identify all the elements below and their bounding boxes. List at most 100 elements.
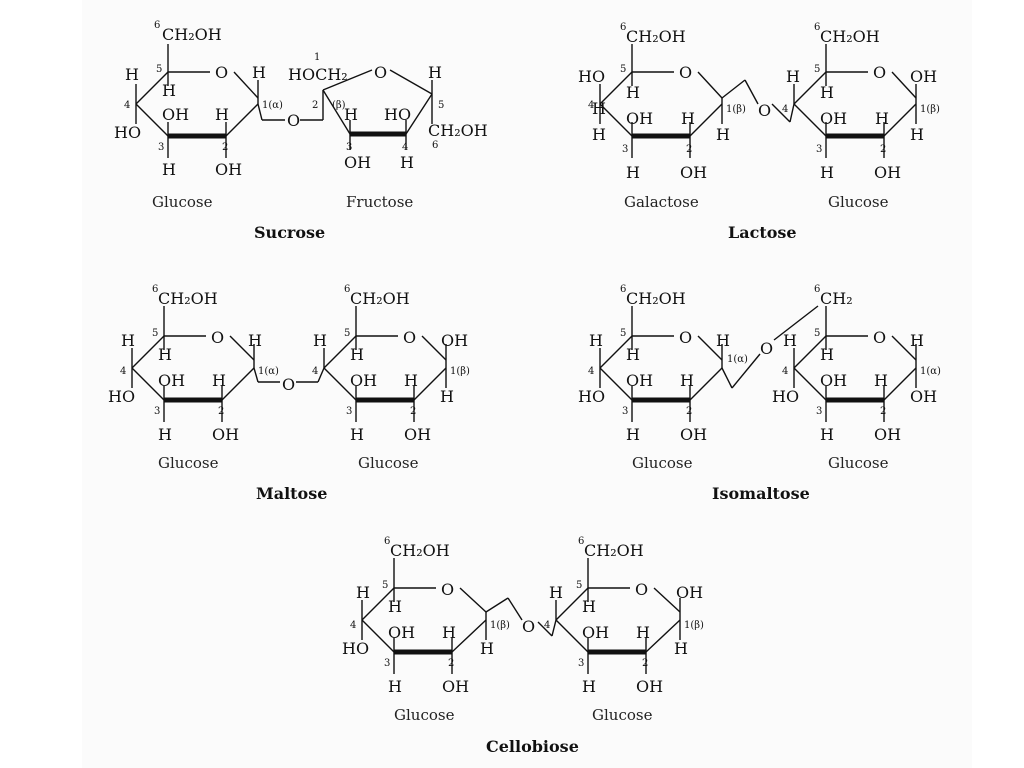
anomeric-label: 1(β)	[920, 104, 940, 115]
ring-oxygen: O	[873, 63, 886, 82]
lactose-title: Lactose	[728, 223, 797, 242]
hoch2-group: HOCH₂	[288, 65, 348, 84]
anomeric-label: 1(β)	[684, 620, 704, 631]
hydroxyl-group: OH	[680, 425, 707, 444]
ch2oh-group: CH₂OH	[820, 27, 880, 46]
sucrose-glucose-ring	[135, 44, 323, 158]
lactose-right-caption: Glucose	[828, 193, 889, 211]
glycosidic-oxygen: O	[760, 339, 773, 358]
sucrose-panel: 6 CH₂OH 5 O H H H 4 OH H 1(α) HO 3 2 H O…	[114, 20, 488, 242]
carbon-number: 6	[154, 20, 160, 31]
maltose-left-ring	[131, 306, 325, 422]
hydroxyl-group: OH	[874, 425, 901, 444]
anomeric-label: (β)	[332, 100, 346, 111]
hydrogen-atom: H	[636, 623, 650, 642]
carbon-number: 4	[402, 142, 408, 153]
hydrogen-atom: H	[248, 331, 262, 350]
carbon-number: 4	[124, 100, 130, 111]
anomeric-label: 1(α)	[920, 366, 941, 377]
hydrogen-atom: H	[388, 677, 402, 696]
carbon-number: 6	[384, 536, 390, 547]
hydrogen-atom: H	[212, 371, 226, 390]
carbon-number: 6	[152, 284, 158, 295]
carbon-number: 3	[346, 406, 352, 417]
hydroxyl-group: OH	[404, 425, 431, 444]
carbon-number: 2	[410, 406, 416, 417]
anomeric-label: 1(α)	[262, 100, 283, 111]
hydrogen-atom: H	[388, 597, 402, 616]
hydrogen-atom: H	[910, 125, 924, 144]
hydroxyl-group: HO	[578, 387, 605, 406]
glycosidic-oxygen: O	[758, 101, 771, 120]
hydrogen-atom: H	[428, 63, 442, 82]
hydroxyl-group: OH	[582, 623, 609, 642]
hydroxyl-group: OH	[162, 105, 189, 124]
hydrogen-atom: H	[626, 163, 640, 182]
hydrogen-atom: H	[783, 331, 797, 350]
hydrogen-atom: H	[404, 371, 418, 390]
sucrose-right-caption: Fructose	[346, 193, 413, 211]
carbon-number: 4	[350, 620, 356, 631]
ch2-group: CH₂	[820, 289, 853, 308]
hydrogen-atom: H	[313, 331, 327, 350]
ch2oh-group: CH₂OH	[162, 25, 222, 44]
hydrogen-atom: H	[162, 81, 176, 100]
ring-oxygen: O	[635, 580, 648, 599]
anomeric-label: 1(β)	[490, 620, 510, 631]
hydrogen-atom: H	[356, 583, 370, 602]
hydrogen-atom: H	[549, 583, 563, 602]
carbon-number: 6	[432, 140, 438, 151]
hydrogen-atom: H	[582, 597, 596, 616]
lactose-galactose-ring	[599, 44, 795, 158]
hydroxyl-group: OH	[350, 371, 377, 390]
ch2oh-group: CH₂OH	[390, 541, 450, 560]
background-panel	[82, 0, 972, 768]
hydrogen-atom: H	[820, 425, 834, 444]
hydrogen-atom: H	[440, 387, 454, 406]
isomaltose-left-ring	[599, 305, 819, 422]
hydroxyl-group: OH	[158, 371, 185, 390]
hydrogen-atom: H	[480, 639, 494, 658]
glycosidic-oxygen: O	[522, 617, 535, 636]
hydrogen-atom: H	[674, 639, 688, 658]
carbon-number: 4	[588, 366, 594, 377]
hydrogen-atom: H	[910, 331, 924, 350]
carbon-number: 4	[588, 100, 594, 111]
hydroxyl-group: HO	[114, 123, 141, 142]
cellobiose-title: Cellobiose	[486, 737, 579, 756]
ch2oh-group: CH₂OH	[350, 289, 410, 308]
isomaltose-right-caption: Glucose	[828, 454, 889, 472]
hydroxyl-group: HO	[384, 105, 411, 124]
hydrogen-atom: H	[820, 345, 834, 364]
carbon-number: 6	[814, 284, 820, 295]
carbon-number: 4	[782, 104, 788, 115]
sucrose-left-caption: Glucose	[152, 193, 213, 211]
ch2oh-group: CH₂OH	[428, 121, 488, 140]
hydroxyl-group: HO	[342, 639, 369, 658]
carbon-number: 3	[346, 142, 352, 153]
ring-oxygen: O	[211, 328, 224, 347]
hydrogen-atom: H	[158, 425, 172, 444]
hydroxyl-group: OH	[626, 109, 653, 128]
isomaltose-panel: 6 CH₂OH 5 O H H H O 4 1(α) OH H HO 3 2 H…	[578, 284, 941, 503]
sucrose-title: Sucrose	[254, 223, 325, 242]
carbon-number: 3	[578, 658, 584, 669]
isomaltose-right-ring	[793, 306, 917, 422]
hydrogen-atom: H	[442, 623, 456, 642]
glycosidic-oxygen: O	[282, 375, 295, 394]
hydrogen-atom: H	[681, 109, 695, 128]
hydroxyl-group: OH	[441, 331, 468, 350]
carbon-number: 2	[880, 406, 886, 417]
ch2oh-group: CH₂OH	[158, 289, 218, 308]
ring-oxygen: O	[215, 63, 228, 82]
ring-oxygen: O	[374, 63, 387, 82]
hydrogen-atom: H	[626, 345, 640, 364]
carbon-number: 2	[642, 658, 648, 669]
maltose-left-caption: Glucose	[158, 454, 219, 472]
carbon-number: 5	[620, 64, 626, 75]
hydroxyl-group: OH	[820, 371, 847, 390]
maltose-title: Maltose	[256, 484, 327, 503]
cellobiose-left-caption: Glucose	[394, 706, 455, 724]
hydroxyl-group: OH	[215, 160, 242, 179]
carbon-number: 3	[154, 406, 160, 417]
